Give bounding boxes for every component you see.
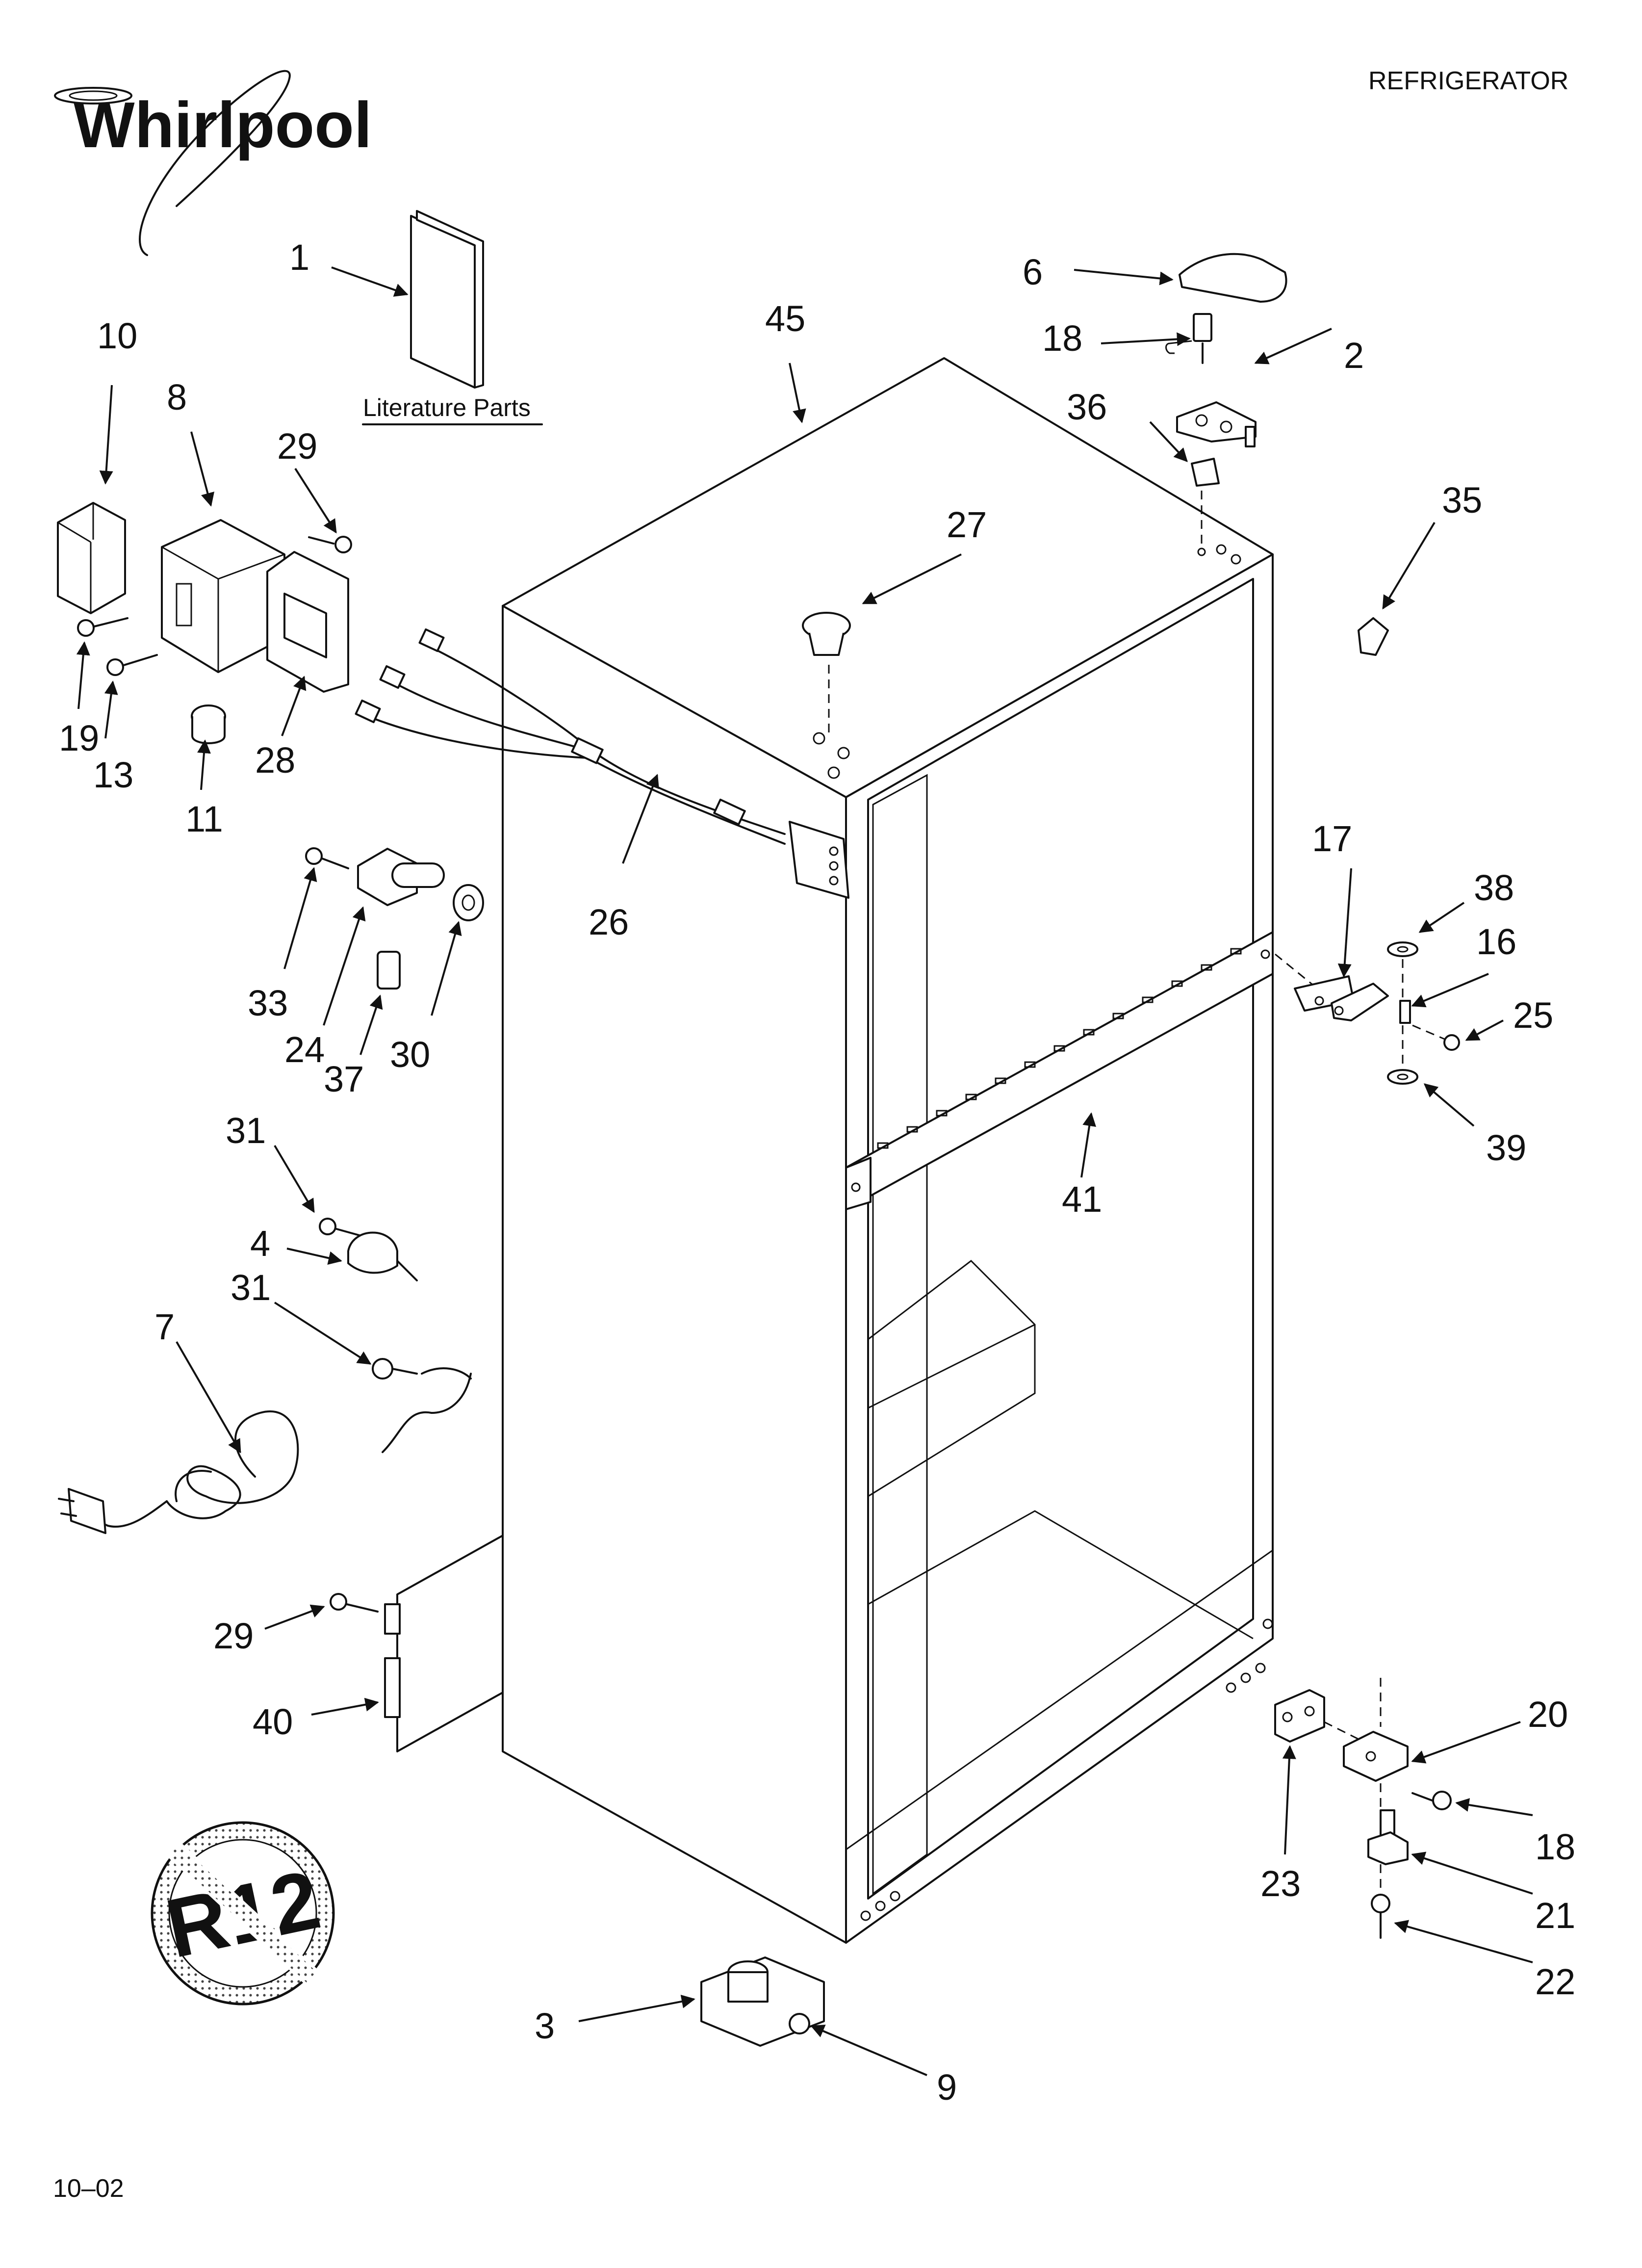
cabinet-top-plug <box>802 612 851 733</box>
refrigerator-cabinet <box>502 357 1274 1944</box>
center-mullion-rail <box>845 931 1274 1210</box>
part-number-labels: 1 2 3 4 6 7 8 9 10 11 13 16 17 18 18 19 … <box>59 237 1575 2108</box>
part-label-7: 7 <box>154 1306 175 1347</box>
part-label-41: 41 <box>1062 1179 1102 1220</box>
part-label-37: 37 <box>324 1059 364 1099</box>
literature-caption: Literature Parts <box>363 394 531 421</box>
brand-logo-text: Whirlpool <box>74 89 372 161</box>
part-label-1: 1 <box>289 237 309 278</box>
wire-harness <box>355 628 849 899</box>
part-label-21: 21 <box>1535 1895 1575 1936</box>
literature-parts-booklet: Literature Parts <box>362 210 543 425</box>
part-label-45: 45 <box>765 298 805 339</box>
part-label-39: 39 <box>1486 1127 1526 1168</box>
part-label-29-bottom: 29 <box>213 1616 254 1656</box>
leveling-roller-assembly <box>700 1956 825 2047</box>
part-label-8: 8 <box>167 377 187 417</box>
part-label-24: 24 <box>284 1029 325 1070</box>
part-label-13: 13 <box>93 755 133 795</box>
part-label-33: 33 <box>248 983 288 1023</box>
part-label-11: 11 <box>185 799 223 839</box>
part-label-26: 26 <box>589 902 629 942</box>
part-label-38: 38 <box>1474 867 1514 908</box>
part-label-23: 23 <box>1260 1863 1301 1904</box>
part-label-2: 2 <box>1344 335 1364 376</box>
part-label-30: 30 <box>390 1034 430 1075</box>
part-label-16: 16 <box>1476 921 1516 962</box>
power-cord-bushing-assembly <box>305 847 484 990</box>
part-label-6: 6 <box>1023 252 1043 292</box>
section-title: REFRIGERATOR <box>1368 67 1568 95</box>
part-label-10: 10 <box>97 315 137 356</box>
part-label-18-top: 18 <box>1042 318 1082 359</box>
center-hinge-assembly <box>1275 941 1460 1085</box>
part-label-29-top: 29 <box>277 426 317 467</box>
date-code: 10–02 <box>53 2174 124 2203</box>
no-r12-badge: R12 <box>151 1821 335 2006</box>
part-label-17: 17 <box>1312 818 1352 859</box>
part-label-19: 19 <box>59 718 99 758</box>
power-cord-assembly <box>58 1218 472 1534</box>
part-label-40: 40 <box>253 1701 293 1742</box>
part-label-28: 28 <box>255 740 295 781</box>
part-label-25: 25 <box>1513 995 1553 1036</box>
part-label-36: 36 <box>1067 387 1107 427</box>
part-label-22: 22 <box>1535 1961 1575 2002</box>
part-label-31-bottom: 31 <box>231 1267 271 1308</box>
part-label-9: 9 <box>937 2067 957 2108</box>
part-label-31-top: 31 <box>226 1110 266 1151</box>
part-label-4: 4 <box>250 1223 270 1264</box>
part-label-18-bottom: 18 <box>1535 1826 1575 1867</box>
part-label-3: 3 <box>535 2006 555 2046</box>
whirlpool-logo: Whirlpool <box>54 70 372 256</box>
part-label-20: 20 <box>1528 1694 1568 1735</box>
part-label-27: 27 <box>947 504 987 545</box>
leader-arrows <box>76 266 1533 2076</box>
machine-compartment-cover <box>330 1535 504 1752</box>
part-label-35: 35 <box>1442 480 1482 521</box>
bottom-hinge-assembly <box>1274 1678 1452 1939</box>
compressor-relay-assembly <box>57 502 352 744</box>
top-hinge-assembly <box>1165 253 1389 656</box>
